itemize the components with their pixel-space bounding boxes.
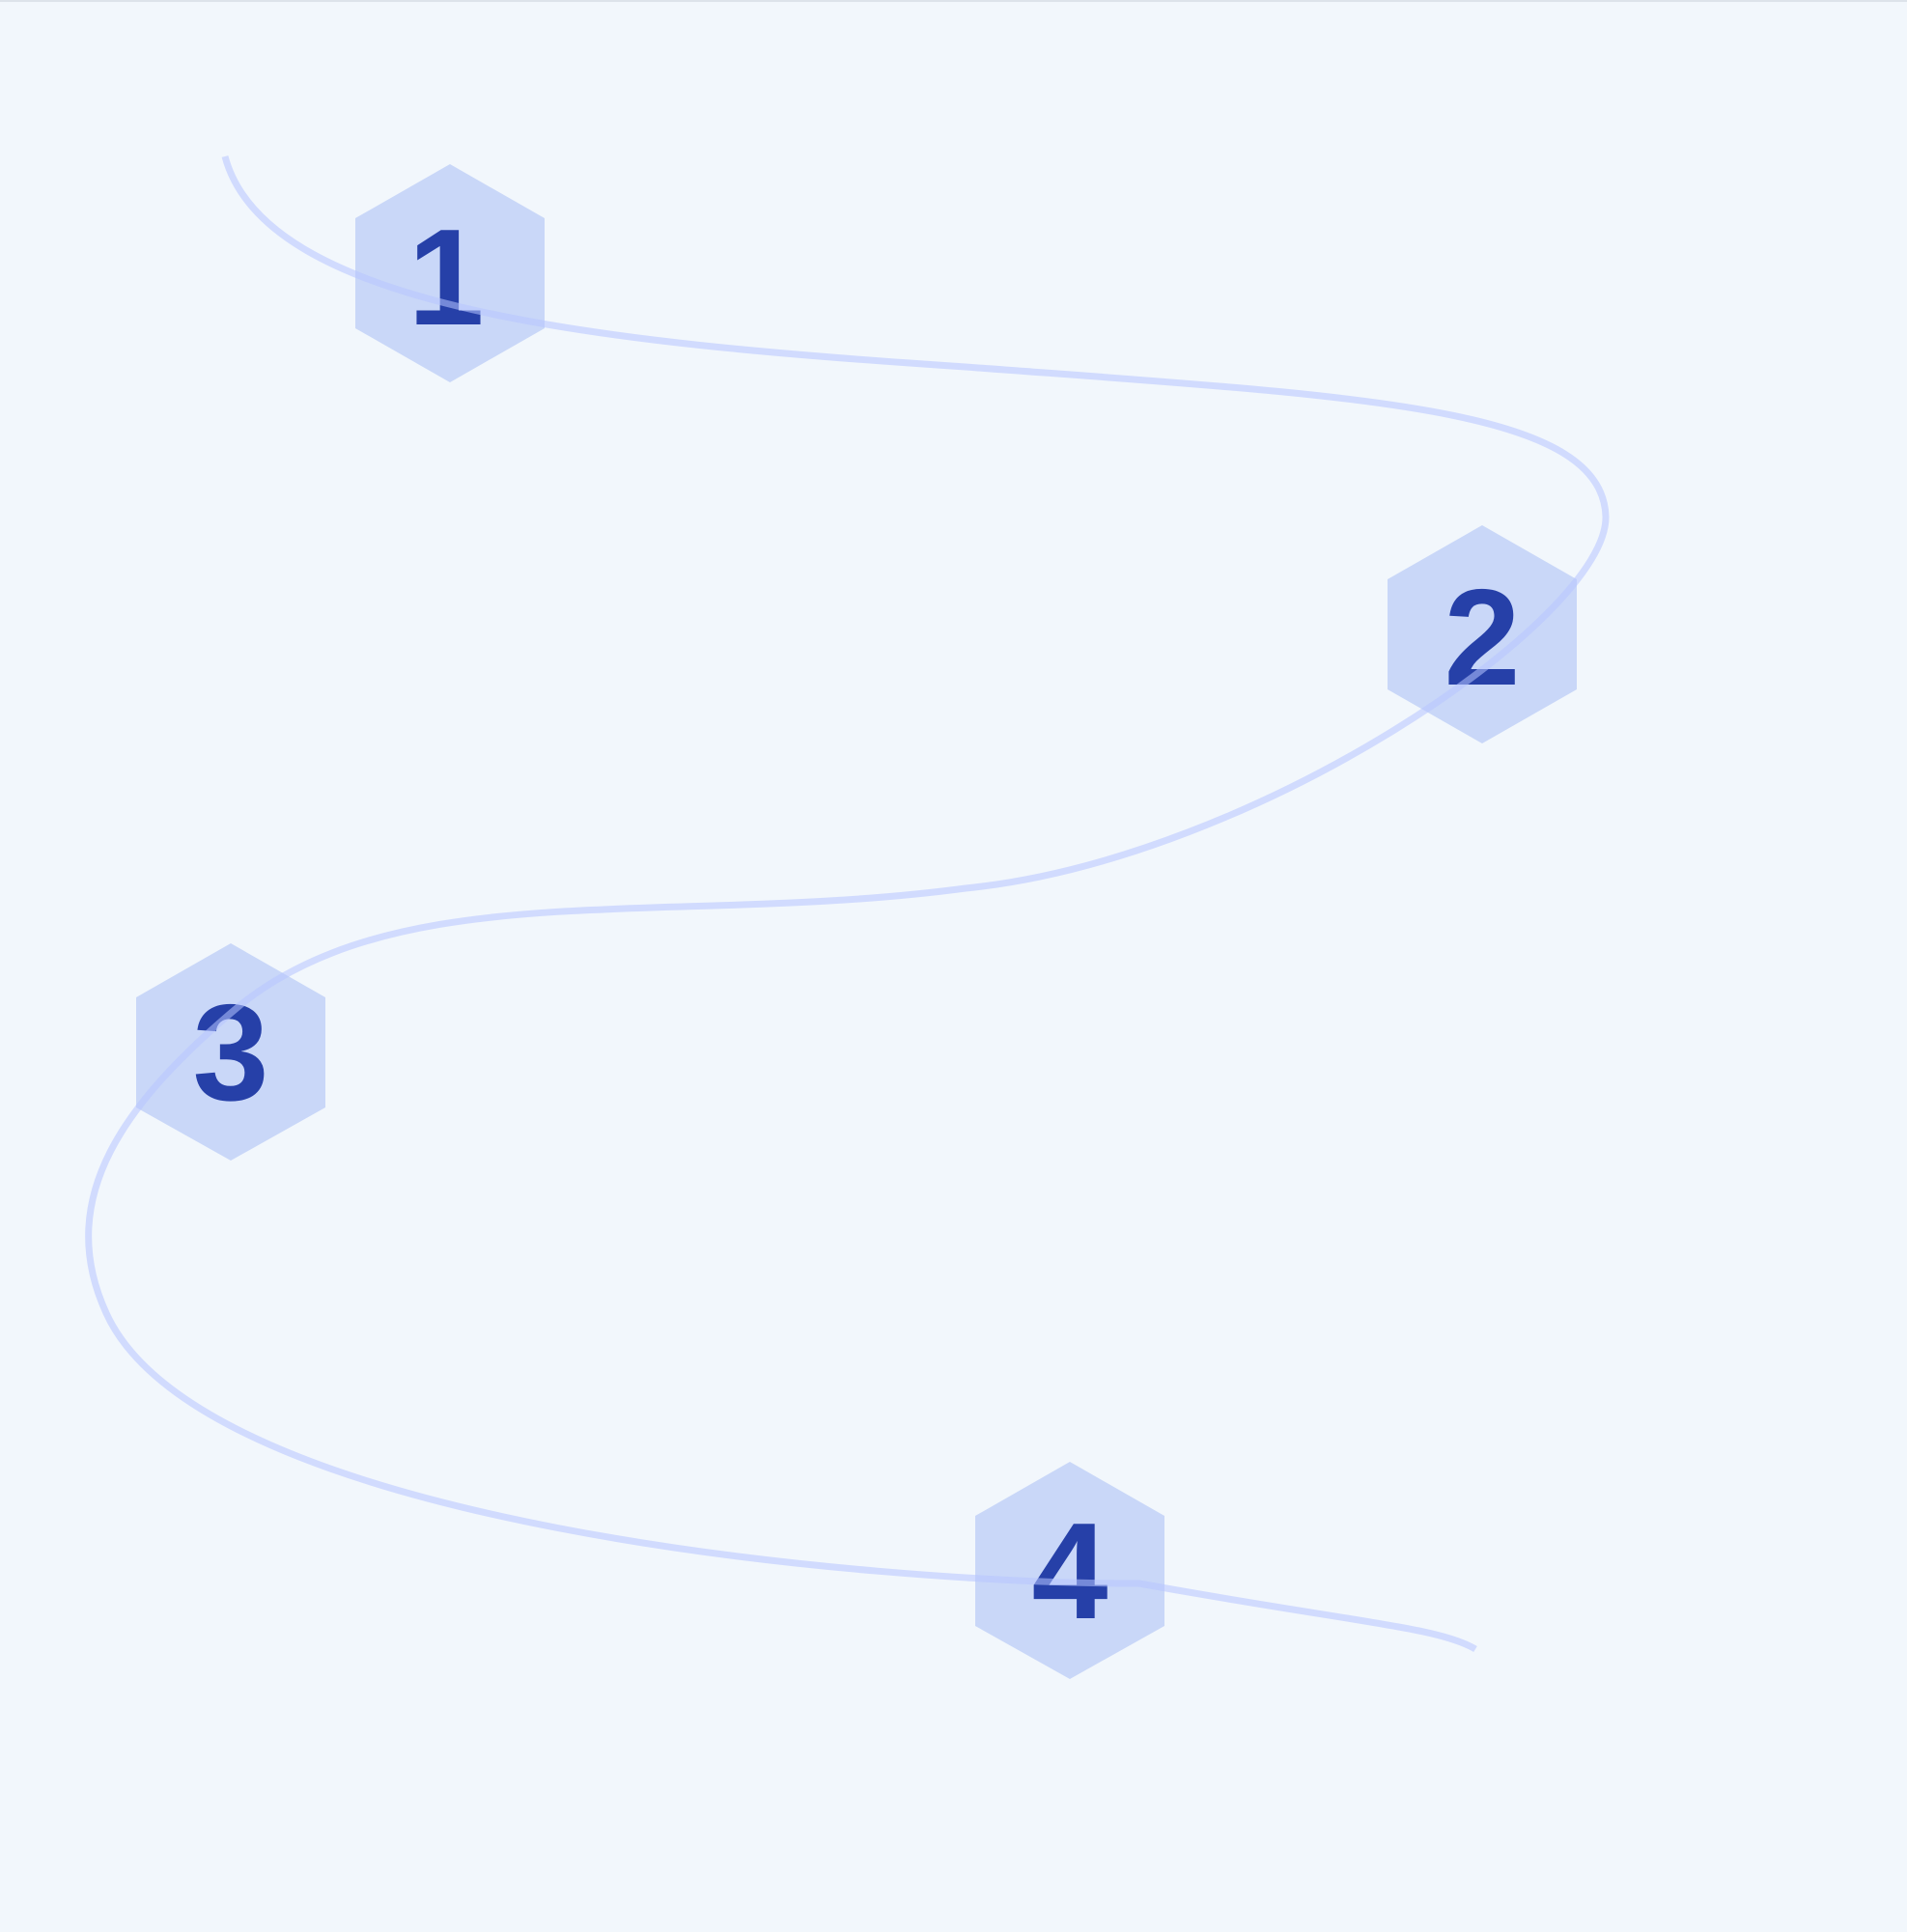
step-number-1: 1 bbox=[408, 201, 485, 354]
step-marker-3: 3 bbox=[136, 943, 325, 1161]
hexagon-shape bbox=[1388, 525, 1577, 743]
step-marker-1: 1 bbox=[355, 164, 545, 382]
step-number-3: 3 bbox=[193, 976, 269, 1130]
hexagon-shape bbox=[975, 1462, 1164, 1679]
step-marker-4: 4 bbox=[975, 1462, 1164, 1679]
step-marker-2: 2 bbox=[1388, 525, 1577, 743]
connector-path bbox=[85, 155, 1610, 1653]
hexagon-shape bbox=[136, 943, 325, 1161]
hexagon-shape bbox=[355, 164, 545, 382]
step-number-4: 4 bbox=[1032, 1495, 1108, 1648]
top-divider bbox=[0, 0, 1907, 2]
